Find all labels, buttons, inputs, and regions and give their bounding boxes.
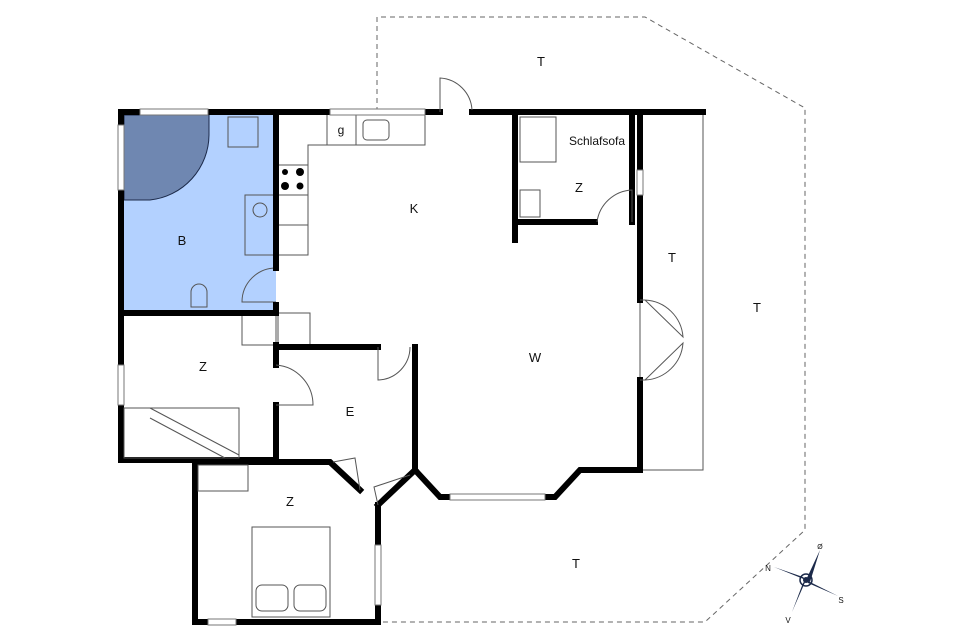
room-label-bath: B [178, 233, 187, 248]
room-label-small: Z [575, 180, 583, 195]
terrace-doors [640, 299, 684, 381]
sink-icon [362, 119, 390, 141]
sofa-box [519, 189, 541, 218]
double-bed [251, 526, 331, 618]
shower [123, 114, 210, 201]
window [117, 364, 125, 406]
room-label-living: W [529, 350, 542, 365]
bath-cabinet [227, 116, 259, 148]
bath-door-arc [241, 267, 277, 303]
window [329, 108, 426, 116]
bunk-diagonal [149, 407, 240, 459]
compass-east: Ø [817, 544, 823, 551]
pillow [293, 584, 327, 612]
sofa-label: Schlafsofa [569, 134, 625, 148]
room-label-left: Z [199, 359, 207, 374]
door-arc [596, 189, 633, 223]
door-arc [275, 364, 314, 406]
kitchen-cabinet [277, 312, 311, 346]
terrace-label: T [753, 300, 761, 315]
bedroom-shelf [197, 464, 249, 492]
toilet-icon [190, 283, 208, 308]
sofa-bed [519, 116, 557, 163]
covered-terrace [639, 111, 704, 471]
window [374, 544, 382, 606]
compass-west: V [785, 616, 791, 625]
pillow [255, 584, 289, 612]
terrace-label: T [572, 556, 580, 571]
washer-drum-icon [252, 202, 268, 218]
window [636, 169, 644, 196]
kitchen-counter [278, 115, 426, 256]
terrace-label: T [668, 250, 676, 265]
terrace-label: T [537, 54, 545, 69]
room-label-bedroom: Z [286, 494, 294, 509]
bunk-bed [123, 407, 240, 459]
compass-rose-icon: N Ø S V [765, 544, 844, 625]
compass-north: N [765, 564, 771, 573]
room-label-entry: E [346, 404, 355, 419]
room-label-kitchen: K [410, 201, 419, 216]
compass-south: S [838, 596, 843, 605]
door-arc [373, 474, 411, 506]
door-arc [332, 457, 361, 491]
stove-icon [281, 168, 304, 190]
kitchen-item-label: g [338, 123, 345, 137]
window [139, 108, 209, 116]
entry-door-arc [439, 77, 473, 112]
window [207, 618, 237, 626]
terrace-outline [376, 16, 806, 623]
window [449, 493, 546, 501]
left-room-cabinet [241, 312, 277, 346]
door-arc [377, 346, 411, 381]
window [117, 124, 125, 191]
